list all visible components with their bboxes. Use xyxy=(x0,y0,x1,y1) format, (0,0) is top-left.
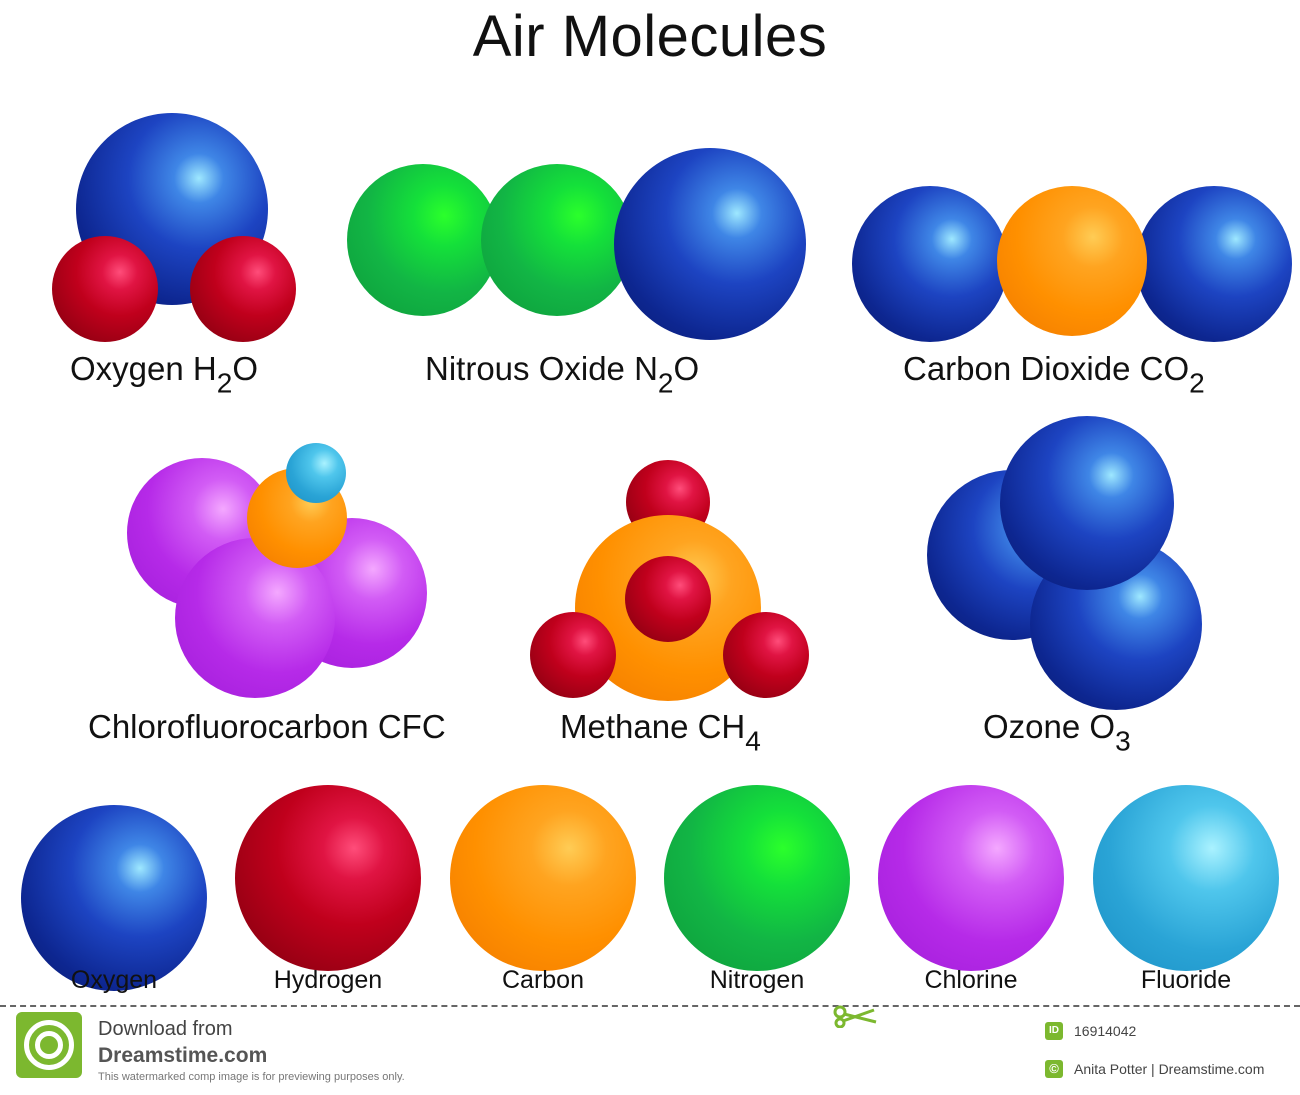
oxygen-atom xyxy=(614,148,806,340)
hydrogen-atom xyxy=(530,612,616,698)
copyright-icon: © xyxy=(1045,1060,1063,1078)
element-label-carbon: Carbon xyxy=(502,966,584,994)
oxygen-atom xyxy=(1136,186,1292,342)
download-line: Download from xyxy=(98,1018,233,1040)
footer-divider xyxy=(0,1005,1300,1007)
credit-line: Anita Potter | Dreamstime.com xyxy=(1074,1061,1265,1077)
molecule-label-ozone: Ozone O3 xyxy=(983,708,1131,757)
fluoride-atom xyxy=(286,443,346,503)
fluoride-element-sphere xyxy=(1093,785,1279,971)
element-label-hydrogen: Hydrogen xyxy=(273,966,383,994)
hydrogen-element-sphere xyxy=(235,785,421,971)
chlorine-element-sphere xyxy=(878,785,1064,971)
oxygen-element-sphere xyxy=(21,805,207,991)
molecule-label-methane: Methane CH4 xyxy=(560,708,761,757)
element-label-oxygen: Oxygen xyxy=(70,966,158,994)
element-label-nitrogen: Nitrogen xyxy=(709,966,805,994)
page-title: Air Molecules xyxy=(472,4,828,69)
element-label-chlorine: Chlorine xyxy=(924,966,1018,994)
nitrogen-element-sphere xyxy=(664,785,850,971)
image-id: 16914042 xyxy=(1074,1023,1137,1039)
nitrogen-atom xyxy=(481,164,633,316)
molecule-label-carbon-dioxide: Carbon Dioxide CO2 xyxy=(903,350,1205,399)
dreamstime-logo-icon xyxy=(16,1012,82,1078)
carbon-atom xyxy=(997,186,1147,336)
oxygen-atom xyxy=(1000,416,1174,590)
brand-link[interactable]: Dreamstime.com xyxy=(98,1044,268,1067)
scissors-icon xyxy=(830,1004,880,1029)
molecule-label-cfc: Chlorofluorocarbon CFC xyxy=(88,708,446,745)
id-badge-icon: ID xyxy=(1045,1022,1063,1040)
hydrogen-atom xyxy=(52,236,158,342)
element-label-fluoride: Fluoride xyxy=(1140,966,1232,994)
hydrogen-atom xyxy=(190,236,296,342)
nitrogen-atom xyxy=(347,164,499,316)
oxygen-atom xyxy=(852,186,1008,342)
carbon-element-sphere xyxy=(450,785,636,971)
hydrogen-atom xyxy=(723,612,809,698)
hydrogen-atom xyxy=(625,556,711,642)
disclaimer: This watermarked comp image is for previ… xyxy=(98,1071,405,1083)
molecule-label-nitrous-oxide: Nitrous Oxide N2O xyxy=(425,350,700,399)
molecule-label-water: Oxygen H2O xyxy=(70,350,259,399)
